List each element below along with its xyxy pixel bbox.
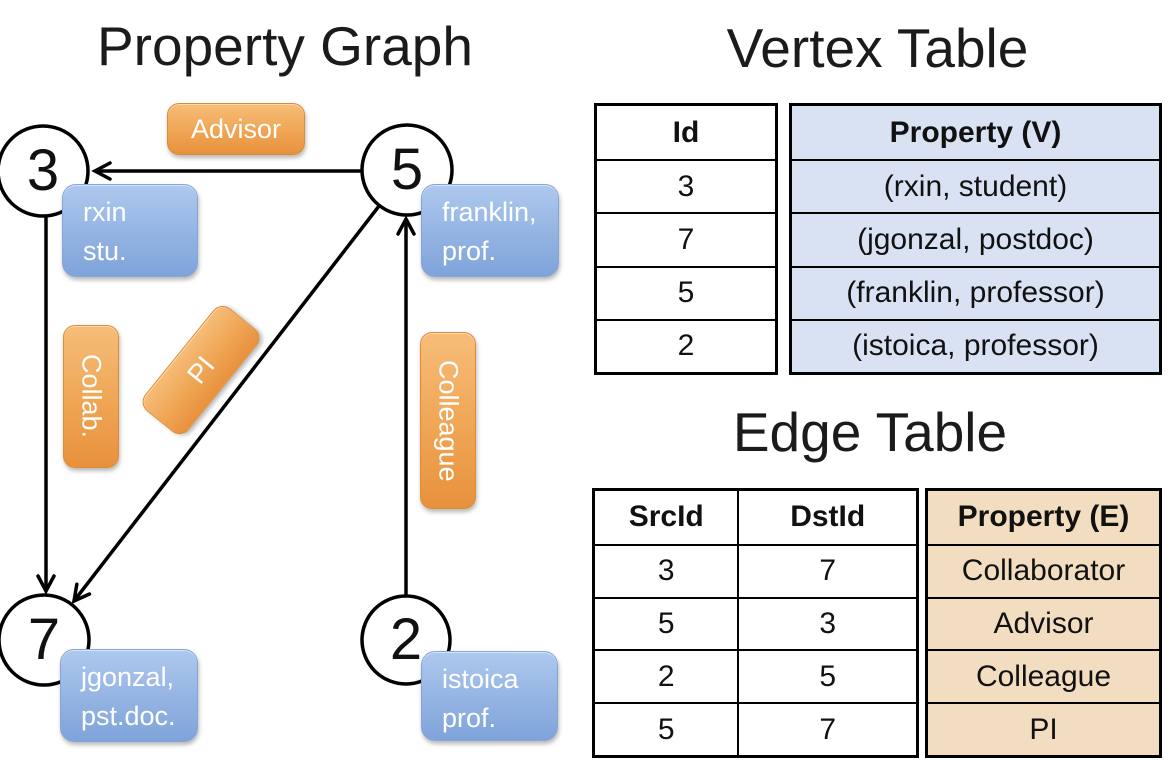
edge-table-dst-cell: 7 — [739, 543, 916, 597]
vertex-label-franklin: franklin, prof. — [421, 184, 559, 277]
vertex-label-rxin: rxin stu. — [62, 184, 198, 277]
vertex-table-id-cell: 7 — [597, 212, 775, 265]
edge-table-src-cell: 5 — [595, 702, 740, 755]
edge-line-pi-5-to-7 — [71, 204, 381, 604]
edge-table-header-dstid: DstId — [790, 500, 866, 534]
vertex-label-line2: prof. — [442, 236, 497, 266]
vertex-table-property-cell: (jgonzal, postdoc) — [792, 212, 1159, 265]
edge-table-property-column: Property (E) Collaborator Advisor Collea… — [925, 488, 1162, 758]
edge-label-colleague: Colleague — [420, 332, 476, 509]
vertex-table-id-cell: 3 — [597, 159, 775, 212]
edge-table-id-columns: SrcId DstId 3 7 5 3 2 5 5 7 — [592, 488, 919, 758]
vertex-label-jgonzal: jgonzal, pst.doc. — [60, 649, 198, 742]
edge-label-advisor: Advisor — [167, 103, 305, 155]
edge-table-property-cell: Colleague — [928, 649, 1159, 702]
edge-label-collaborator-text: Collab. — [76, 354, 107, 439]
vertex-label-line1: franklin, — [442, 197, 537, 227]
edge-table-property-cell: Advisor — [928, 596, 1159, 650]
vertex-table-property-cell: (franklin, professor) — [792, 265, 1159, 319]
edge-table-src-cell: 2 — [595, 649, 740, 703]
vertex-table-header-property: Property (V) — [889, 115, 1062, 149]
edge-label-advisor-text: Advisor — [190, 113, 282, 144]
vertex-label-line2: stu. — [83, 236, 127, 266]
edge-table-src-cell: 5 — [595, 596, 740, 650]
edge-label-pi-text: PI — [180, 350, 221, 390]
vertex-label-line1: istoica — [442, 664, 519, 694]
vertex-id-2: 2 — [389, 607, 423, 672]
edge-table-property-cell: PI — [928, 702, 1159, 755]
edge-table-property-cell: Collaborator — [928, 543, 1159, 597]
vertex-label-line2: prof. — [442, 703, 497, 733]
vertex-table-id-column: Id 3 7 5 2 — [594, 103, 778, 375]
vertex-table-header-id: Id — [672, 115, 700, 149]
edge-table-dst-cell: 7 — [739, 702, 916, 755]
vertex-id-5: 5 — [390, 137, 424, 202]
vertex-table-property-cell: (rxin, student) — [792, 159, 1159, 212]
vertex-id-7: 7 — [27, 607, 61, 672]
vertex-table-property-cell: (istoica, professor) — [792, 318, 1159, 372]
vertex-label-line2: pst.doc. — [81, 701, 176, 731]
graph-panel-title: Property Graph — [96, 15, 473, 77]
vertex-table-title: Vertex Table — [726, 17, 1029, 79]
edge-table-dst-cell: 3 — [739, 596, 916, 650]
vertex-label-line1: rxin — [83, 197, 127, 227]
edge-table-header-property: Property (E) — [957, 500, 1130, 534]
edge-label-colleague-text: Colleague — [433, 359, 464, 482]
edge-table-title: Edge Table — [732, 401, 1008, 463]
edge-table-header-srcid: SrcId — [595, 491, 740, 544]
edge-table-dst-cell: 5 — [739, 649, 916, 702]
vertex-id-3: 3 — [26, 138, 60, 203]
edge-table-src-cell: 3 — [595, 543, 740, 597]
vertex-label-line1: jgonzal, — [81, 662, 175, 692]
vertex-table-id-cell: 2 — [597, 318, 775, 372]
edge-label-collaborator: Collab. — [63, 325, 119, 468]
vertex-table-id-cell: 5 — [597, 265, 775, 319]
vertex-label-istoica: istoica prof. — [421, 651, 558, 741]
vertex-table-property-column: Property (V) (rxin, student) (jgonzal, p… — [789, 103, 1162, 375]
